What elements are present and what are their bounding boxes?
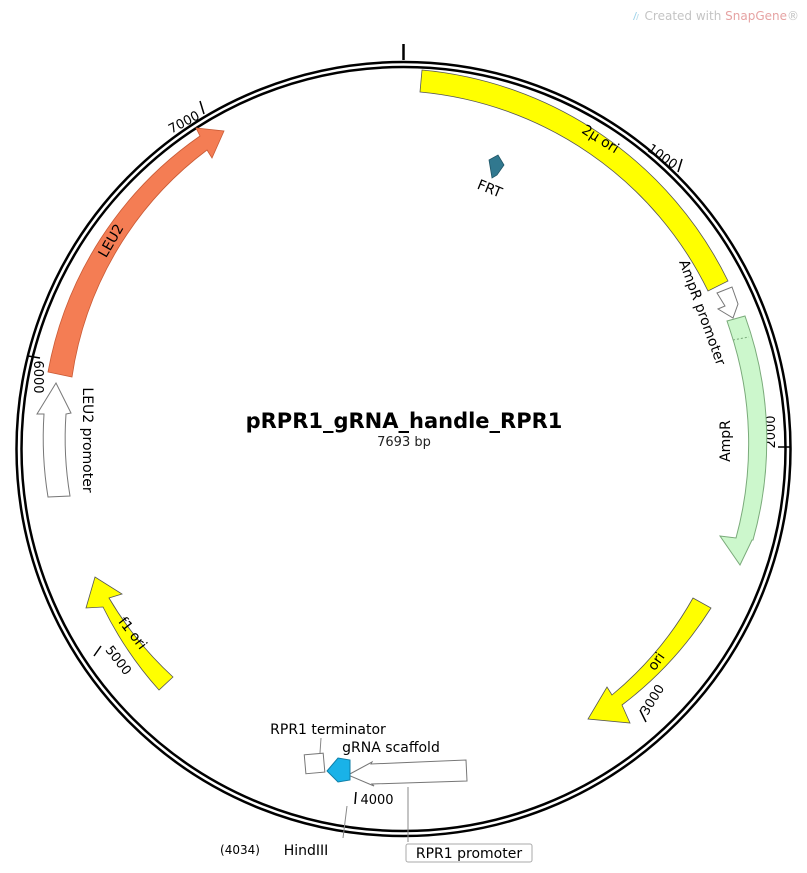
rpr1-terminator-leader <box>319 737 322 754</box>
tick-2000: 2000 <box>764 415 790 449</box>
tick-4000: 4000 <box>354 791 394 808</box>
snapgene-watermark: Created with SnapGene® <box>632 9 799 23</box>
feature-label-rpr1-promoter: RPR1 promoter <box>416 846 522 862</box>
feature-frt[interactable] <box>488 154 505 179</box>
feature-ori[interactable] <box>587 597 712 724</box>
plasmid-length: 7693 bp <box>377 435 431 450</box>
tick-label-2000: 2000 <box>764 415 779 448</box>
feature-ampr[interactable] <box>718 315 768 566</box>
tick-label-4000: 4000 <box>360 793 393 808</box>
feature-rpr1-terminator[interactable] <box>303 752 326 775</box>
feature-leu2[interactable] <box>47 127 225 378</box>
feature-f1-ori[interactable] <box>85 576 174 691</box>
snapgene-logo-icon <box>632 12 639 20</box>
hindiii-enzyme[interactable]: HindIII <box>284 843 329 859</box>
feature-grna-scaffold[interactable] <box>326 757 351 783</box>
feature-label-leu2-promoter: LEU2 promoter <box>79 387 95 492</box>
feature-label-rpr1-terminator: RPR1 terminator <box>270 722 386 738</box>
backbone-outer-ring <box>15 60 792 838</box>
tick-label-7000: 7000 <box>166 109 202 138</box>
hindiii-leader <box>342 805 348 839</box>
plasmid-name: pRPR1_gRNA_handle_RPR1 <box>246 409 563 433</box>
feature-ampr-promoter[interactable] <box>716 286 739 319</box>
feature-label-grna-scaffold: gRNA scaffold <box>342 740 440 756</box>
feature-rpr1-promoter[interactable] <box>346 759 468 787</box>
feature-leu2-promoter[interactable] <box>36 381 72 498</box>
rpr1-promoter-label-box <box>405 843 533 863</box>
feature-label-frt: FRT <box>475 177 505 201</box>
hindiii-position: (4034) <box>220 843 260 857</box>
feature-2u-ori[interactable] <box>419 69 729 292</box>
tick-6000: 6000 <box>27 355 45 394</box>
feature-label-ampr: AmpR <box>718 420 734 462</box>
backbone-inner-ring <box>20 65 787 833</box>
tick-label-6000: 6000 <box>30 360 45 393</box>
